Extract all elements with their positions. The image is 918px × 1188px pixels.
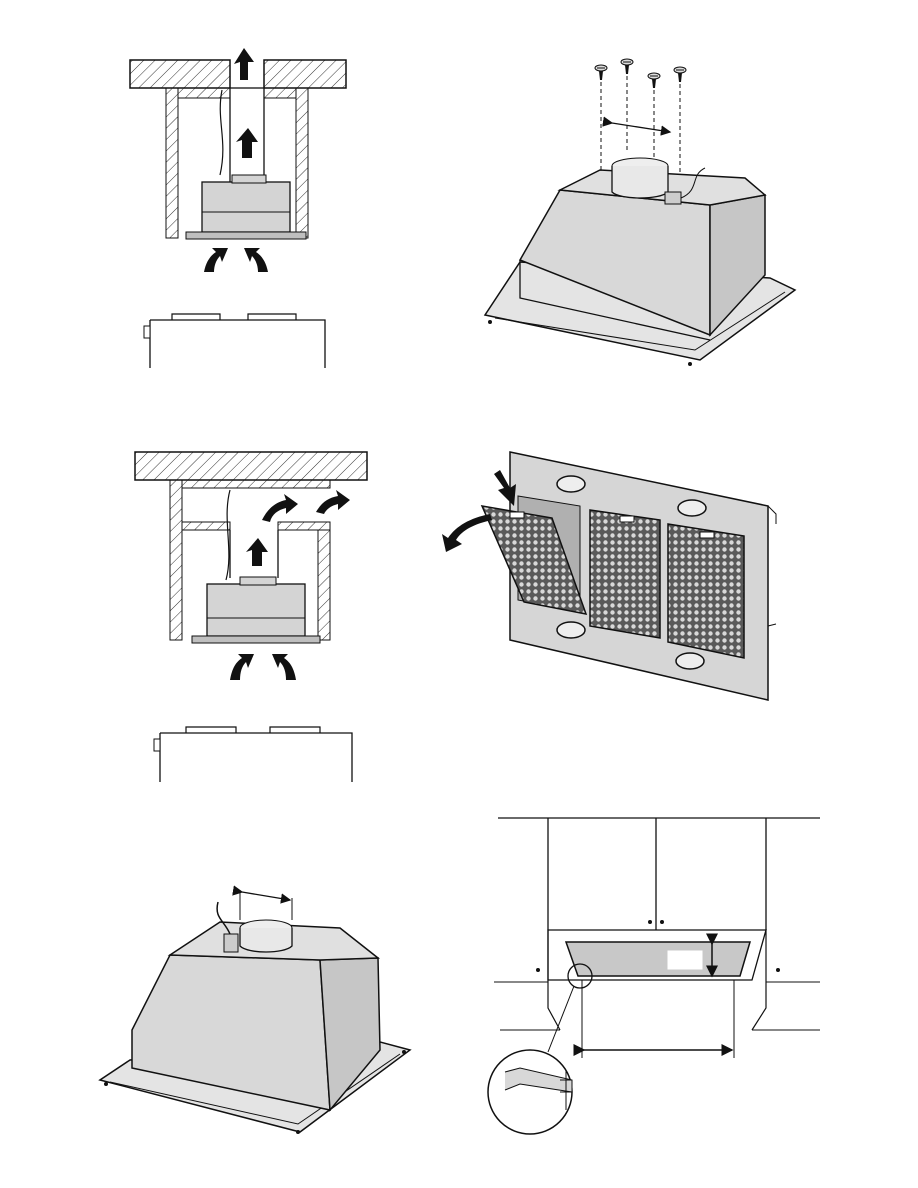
- hood-side-outline-1: [144, 314, 325, 368]
- tilt-arrow-icon: [442, 514, 492, 552]
- detail-magnifier-icon: [488, 1050, 572, 1134]
- screw-icon: [595, 59, 686, 88]
- grease-filter-removal: [442, 452, 776, 700]
- cabinet-cutout-dimensions: [488, 818, 820, 1134]
- extraction-airflow-diagram: [130, 48, 346, 272]
- recirculation-airflow-diagram: [135, 452, 367, 680]
- hood-side-outline-2: [154, 727, 352, 782]
- hood-screw-mounting: [485, 59, 795, 366]
- hood-outlet-collar: [100, 890, 410, 1134]
